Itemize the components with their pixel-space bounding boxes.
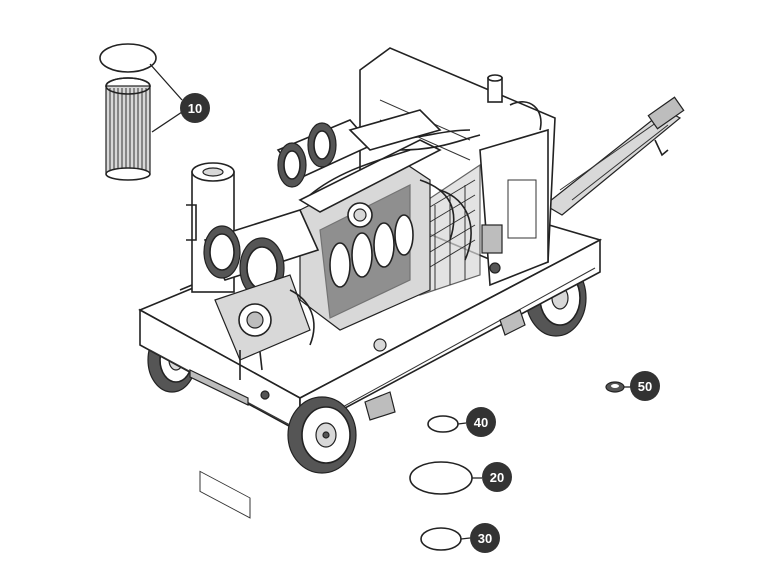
- callout-label-10: 10: [188, 101, 202, 116]
- airend: [214, 274, 315, 380]
- oring-part-20: [409, 461, 473, 495]
- front-left-wheel: [287, 396, 357, 474]
- tow-bar: [543, 96, 685, 216]
- compressor-air-filters: [203, 209, 320, 299]
- oring-part-50: [605, 381, 625, 393]
- callout-badge-10: 10: [180, 93, 210, 123]
- seal-ring-part: [99, 43, 157, 73]
- fitting: [260, 390, 270, 400]
- leader-line-10a: [149, 63, 183, 101]
- callout-label-40: 40: [474, 415, 488, 430]
- callout-badge-20: 20: [482, 462, 512, 492]
- callout-badge-30: 30: [470, 523, 500, 553]
- fitting: [373, 338, 387, 352]
- callout-label-50: 50: [638, 379, 652, 394]
- compressor-unit-illustration: [138, 47, 685, 519]
- callout-label-20: 20: [490, 470, 504, 485]
- oring-part-30: [420, 527, 462, 551]
- filter-cartridge-part: [105, 77, 151, 181]
- oring-part-40: [427, 415, 459, 433]
- leader-line-10b: [151, 111, 183, 133]
- callout-label-30: 30: [478, 531, 492, 546]
- engine-air-filters: [276, 109, 442, 188]
- engine-block: [298, 129, 481, 331]
- fitting: [489, 262, 501, 274]
- callout-badge-50: 50: [630, 371, 660, 401]
- leader-line-30: [460, 537, 471, 540]
- callout-badge-40: 40: [466, 407, 496, 437]
- leader-line-40: [457, 422, 467, 425]
